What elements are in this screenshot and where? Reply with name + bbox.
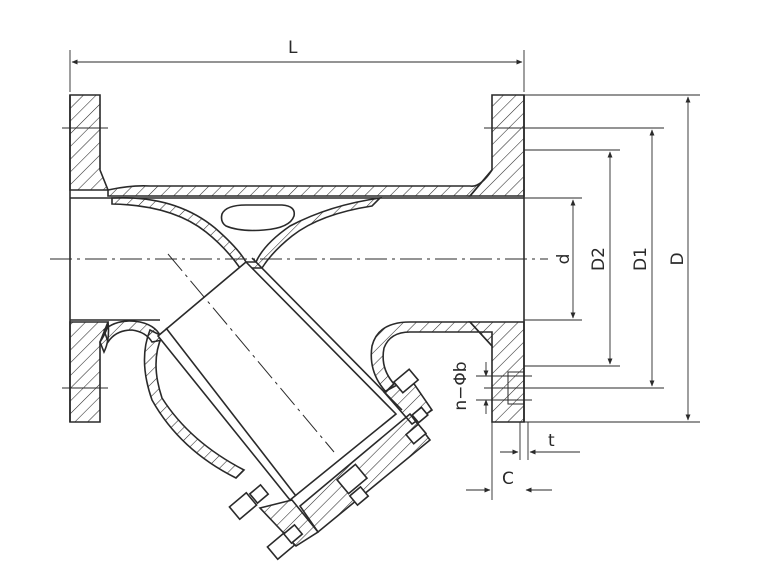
dimension-lines	[69, 50, 700, 500]
left-flange	[62, 94, 110, 423]
bolt-left	[228, 483, 304, 561]
bolt-middle	[335, 463, 370, 507]
bolt-right	[392, 368, 429, 445]
dim-label-d: d	[554, 254, 574, 265]
valve-body	[70, 169, 524, 479]
strainer-screen	[156, 253, 403, 502]
dim-label-D2: D2	[589, 247, 609, 271]
dim-label-t: t	[548, 431, 555, 451]
dim-label-L: L	[288, 38, 298, 58]
dim-label-C: C	[502, 469, 514, 489]
cover-assembly	[228, 368, 434, 561]
dim-label-D1: D1	[631, 247, 651, 271]
dim-label-bolt-holes: n−Φb	[451, 361, 471, 410]
dim-label-D: D	[668, 252, 688, 265]
